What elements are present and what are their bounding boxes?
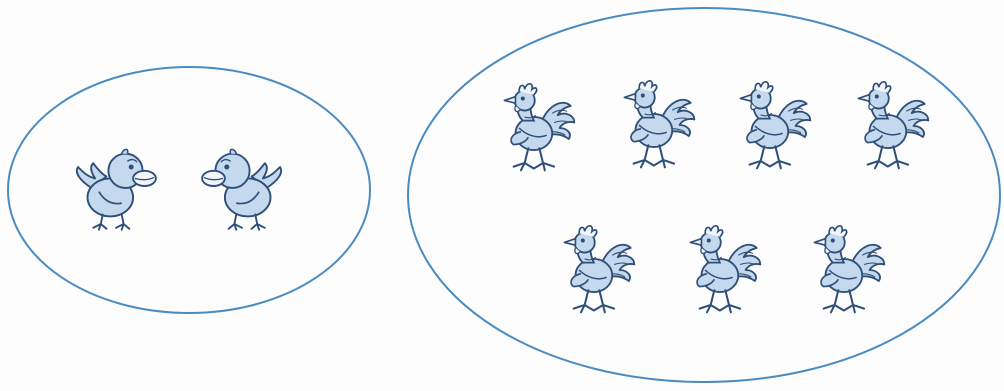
set-outline-ducklings [8, 67, 370, 313]
set-outline-roosters [408, 8, 1000, 382]
rooster-icon [564, 226, 634, 312]
rooster-icon [690, 226, 760, 312]
duckling-icon [202, 149, 281, 229]
rooster-icon [504, 84, 574, 170]
rooster-icon [858, 82, 928, 168]
duckling-icon [77, 149, 156, 229]
rooster-icon [814, 226, 884, 312]
rooster-icon [740, 82, 810, 168]
rooster-icon [624, 81, 694, 167]
